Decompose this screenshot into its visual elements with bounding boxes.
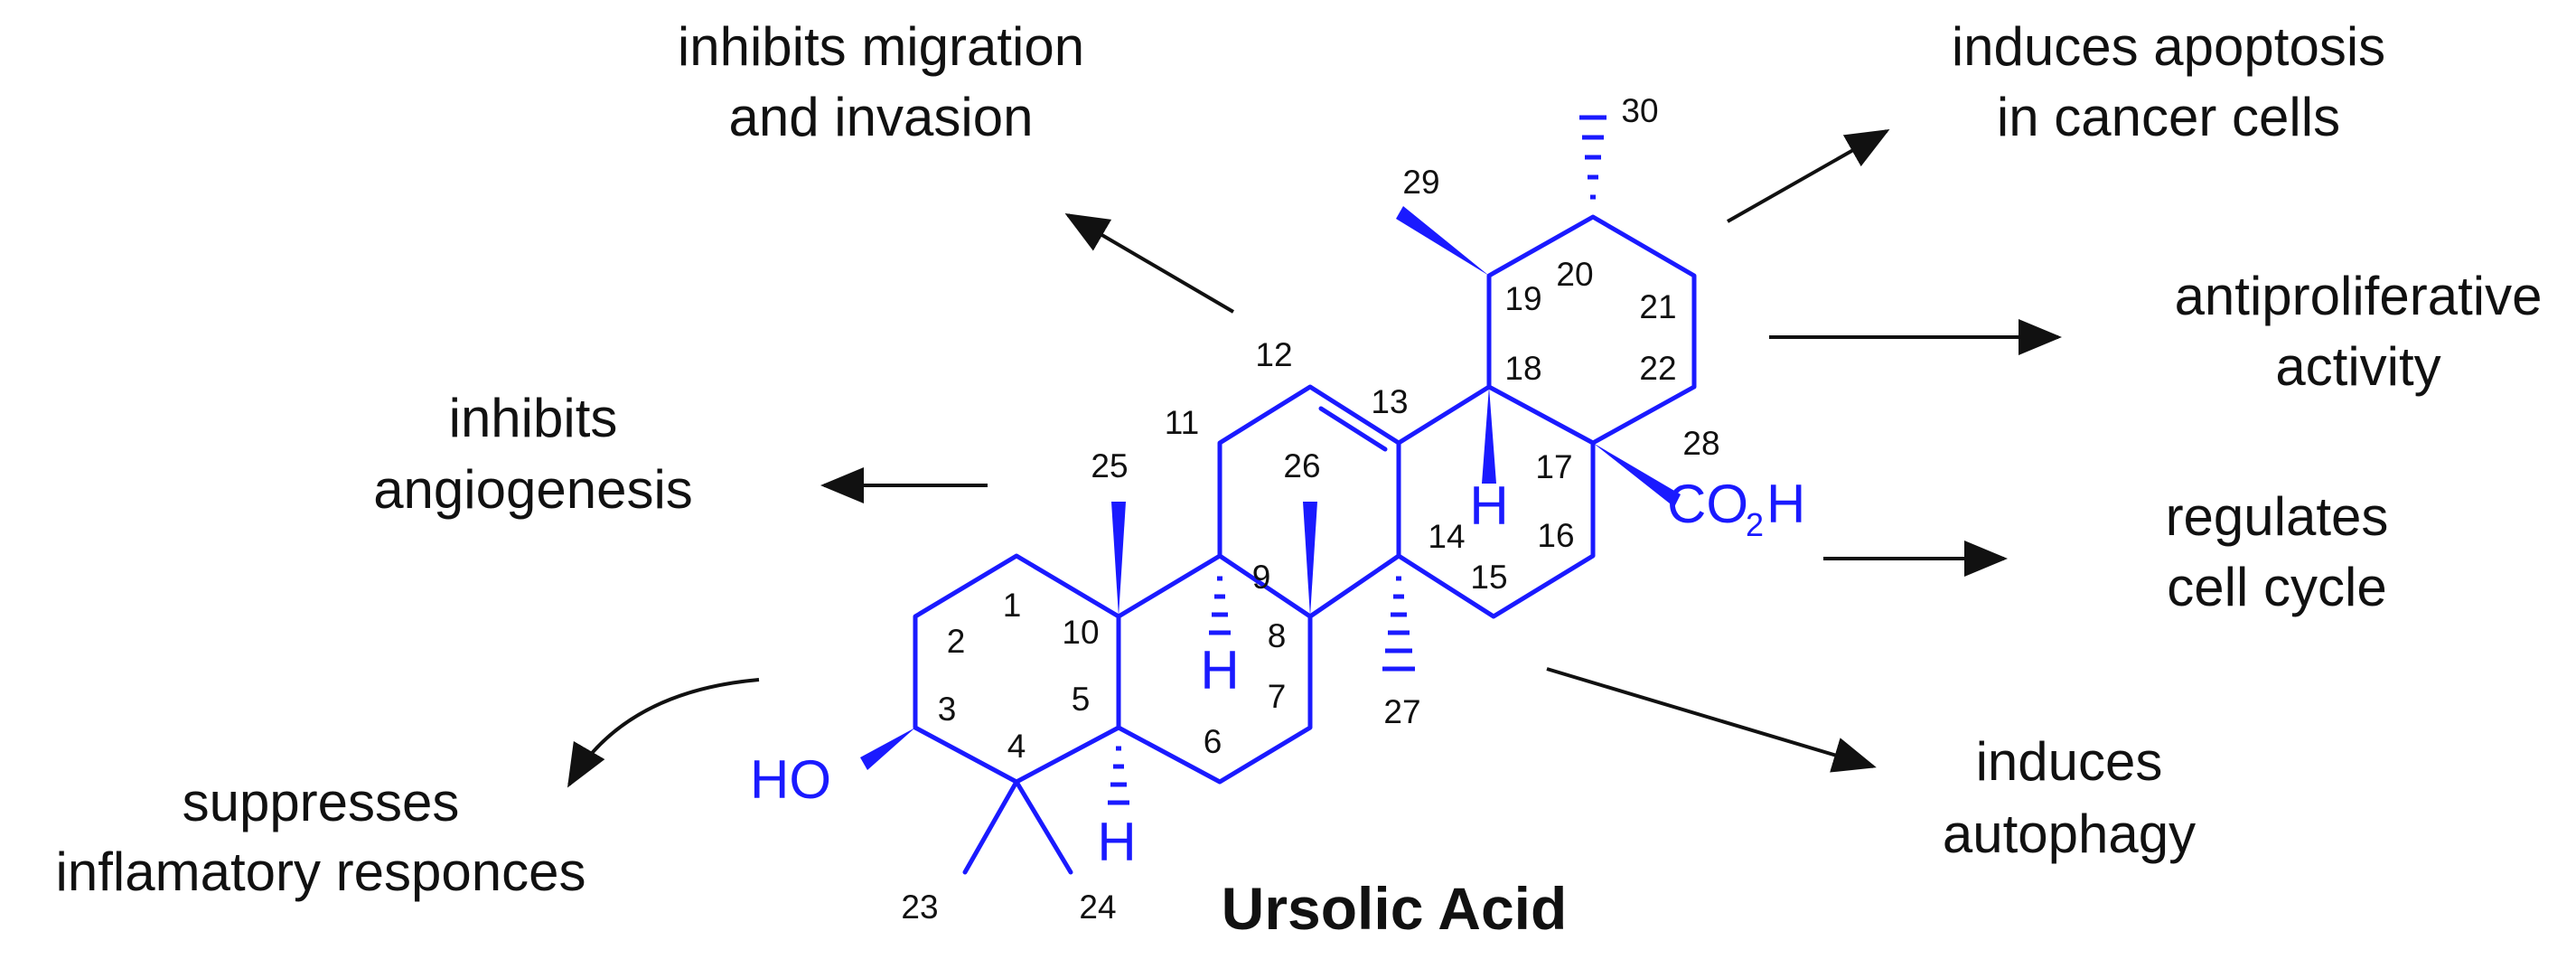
compound-name: Ursolic Acid: [1222, 875, 1568, 942]
atom-label-acid-h: H: [1766, 474, 1805, 534]
wedge-c8-c26: [1303, 502, 1317, 616]
effect-angiogenesis: inhibits angiogenesis: [373, 388, 693, 520]
atom-label-h-c5: H: [1097, 812, 1136, 872]
carbon-number-22: 22: [1639, 350, 1676, 387]
effect-migration: inhibits migration and invasion: [678, 16, 1084, 147]
carbon-number-18: 18: [1504, 350, 1541, 387]
carbon-number-23: 23: [901, 888, 938, 926]
bond-c4-c24: [1014, 779, 1073, 875]
carbon-number-12: 12: [1255, 336, 1292, 373]
carbon-number-16: 16: [1537, 517, 1574, 554]
carbon-number-4: 4: [1007, 728, 1026, 765]
effect-antiproliferative-line-2: activity: [2275, 336, 2440, 397]
arrow-inflammation: [567, 678, 760, 788]
ring-e: [1486, 214, 1697, 446]
arrow-autophagy: [1546, 667, 1877, 773]
arrow-apoptosis: [1727, 129, 1890, 223]
carbon-number-1: 1: [1003, 587, 1022, 624]
carbon-number-15: 15: [1470, 559, 1507, 596]
carbon-number-19: 19: [1504, 280, 1541, 317]
effect-angiogenesis-line-1: inhibits: [449, 388, 618, 448]
ring-d: [1396, 384, 1596, 619]
ring-b: [1116, 553, 1313, 785]
carbon-number-24: 24: [1079, 888, 1116, 926]
arrow-migration: [1064, 212, 1235, 314]
carbon-number-3: 3: [938, 691, 957, 728]
carbon-number-14: 14: [1428, 518, 1465, 555]
ring-c: [1217, 384, 1401, 619]
effect-apoptosis: induces apoptosis in cancer cells: [1952, 16, 2385, 147]
effect-autophagy-line-2: autophagy: [1943, 804, 2196, 864]
carbon-number-21: 21: [1639, 288, 1676, 325]
hash-c5-h: [1108, 746, 1129, 805]
bond-c4-c23: [962, 779, 1019, 875]
hash-c9-h: [1209, 576, 1231, 635]
carbon-number-5: 5: [1072, 681, 1091, 718]
effect-migration-line-2: and invasion: [729, 87, 1034, 147]
effect-inflammation-line-2: inflamatory responces: [56, 841, 586, 902]
effect-cell-cycle-line-2: cell cycle: [2167, 557, 2386, 617]
effect-cell-cycle-line-1: regulates: [2166, 486, 2389, 547]
double-bond-12-13: [1318, 406, 1388, 452]
carbon-number-26: 26: [1283, 447, 1320, 484]
atom-label-h-c9: H: [1200, 640, 1239, 700]
hash-c14-c27: [1382, 576, 1415, 672]
effect-antiproliferative: antiproliferative activity: [2175, 266, 2543, 397]
effect-apoptosis-line-2: in cancer cells: [1997, 87, 2340, 147]
carbon-number-10: 10: [1062, 614, 1099, 651]
atom-label-ho: HO: [750, 749, 831, 810]
effect-antiproliferative-line-1: antiproliferative: [2175, 266, 2543, 326]
effect-cell-cycle: regulates cell cycle: [2166, 486, 2389, 617]
effect-inflammation-line-1: suppresses: [183, 772, 460, 832]
carbon-numbering: 1 2 3 4 5 6 7 8 9 10 11 12 13 14 15 16 1…: [901, 92, 1719, 926]
ursolic-acid-structure: HO H H H CO 2 H 1 2 3 4 5 6 7 8 9 10 11 …: [750, 92, 1805, 926]
effect-migration-line-1: inhibits migration: [678, 16, 1084, 77]
effect-inflammation: suppresses inflamatory responces: [56, 772, 586, 902]
effect-apoptosis-line-1: induces apoptosis: [1952, 16, 2385, 77]
atom-label-h-c18: H: [1469, 475, 1508, 536]
carbon-number-11: 11: [1165, 404, 1199, 441]
carbon-number-20: 20: [1556, 256, 1593, 293]
effect-angiogenesis-line-2: angiogenesis: [373, 459, 693, 520]
effect-autophagy: induces autophagy: [1943, 731, 2196, 864]
atom-label-co: CO: [1667, 474, 1748, 534]
carbon-number-8: 8: [1268, 617, 1287, 654]
carbon-number-17: 17: [1535, 448, 1572, 485]
carbon-number-29: 29: [1402, 164, 1439, 201]
wedge-c18-h: [1482, 387, 1496, 484]
atom-label-co2-subscript: 2: [1746, 506, 1764, 543]
hash-c20-c30: [1579, 115, 1606, 200]
carbon-number-9: 9: [1252, 559, 1271, 596]
carbon-number-28: 28: [1682, 425, 1719, 462]
effect-autophagy-line-1: induces: [1976, 731, 2163, 792]
carbon-number-27: 27: [1383, 693, 1420, 730]
carbon-number-30: 30: [1621, 92, 1658, 129]
carbon-number-2: 2: [947, 623, 966, 660]
carbon-number-13: 13: [1371, 383, 1408, 420]
carbon-number-6: 6: [1204, 723, 1222, 760]
wedge-c3-oh: [860, 728, 915, 770]
wedge-c17-c28: [1593, 443, 1681, 507]
carbon-number-7: 7: [1268, 678, 1287, 715]
wedge-c19-c29: [1396, 206, 1489, 276]
carbon-number-25: 25: [1091, 447, 1128, 484]
atom-label-co2h: CO 2 H: [1667, 474, 1805, 543]
wedge-c10-c25: [1111, 502, 1126, 616]
